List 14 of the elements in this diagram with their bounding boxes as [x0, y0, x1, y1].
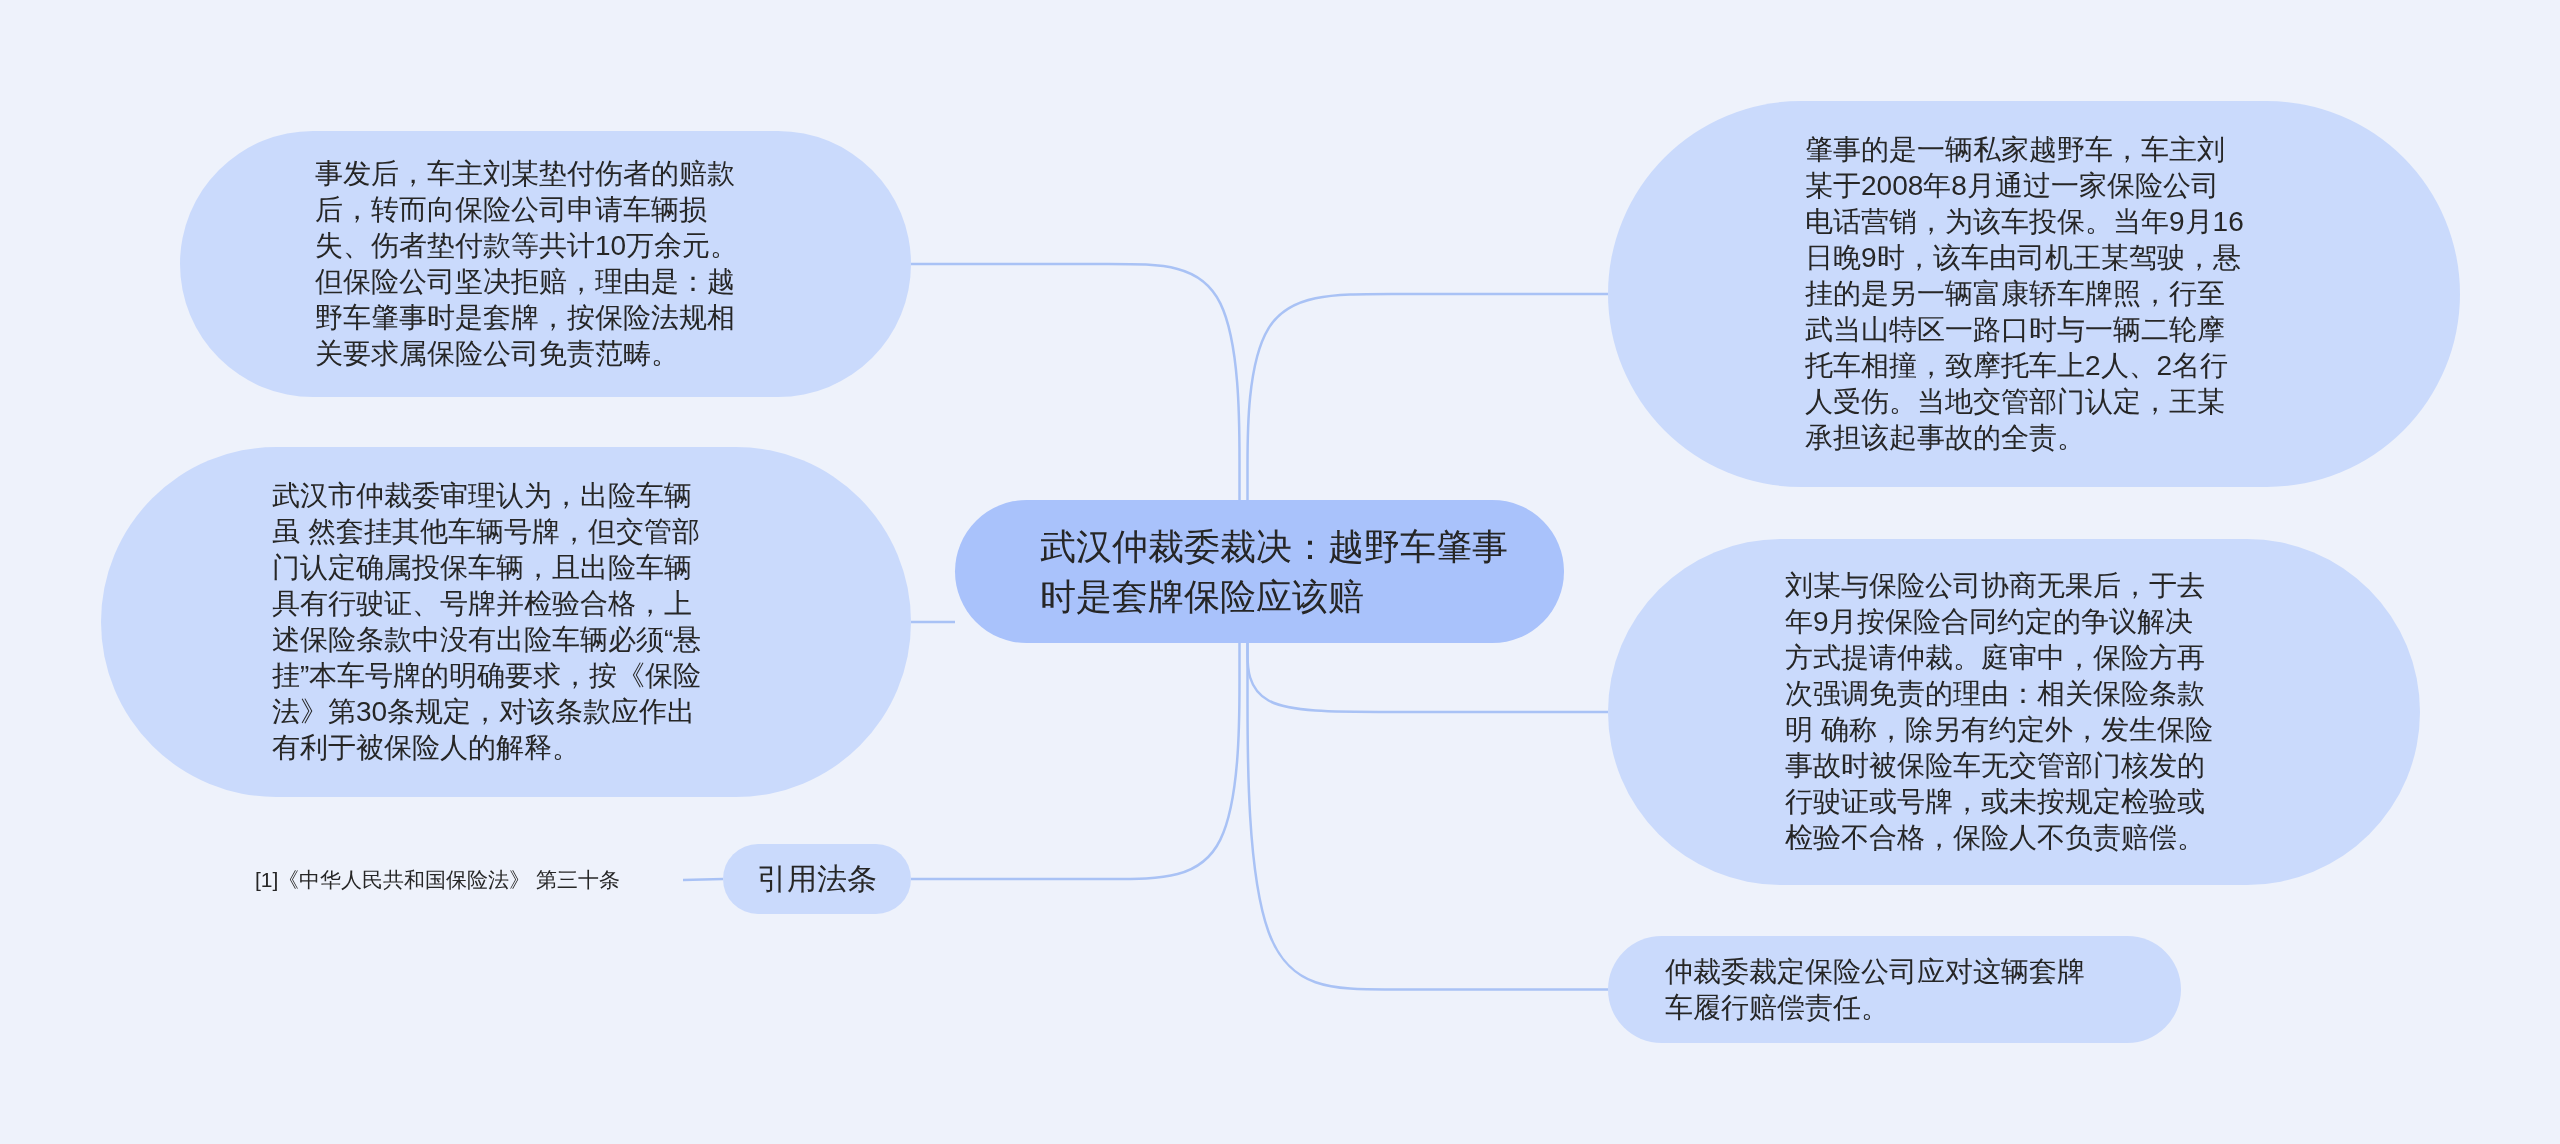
reference-text: [1]《中华人民共和国保险法》 第三十条 — [255, 867, 622, 893]
connector-line — [1246, 292, 1608, 500]
topic-text: 事发后，车主刘某垫付伤者的赔款后，转而向保险公司申请车辆损失、伤者垫付款等共计10万余元。但保险公司坚决拒赔，理由是：越野车肇事时是套牌，按保险法规相关要求属保险公司免责范畴。 — [315, 157, 740, 371]
connector-line — [911, 643, 1241, 881]
connector-line — [682, 877, 724, 882]
topic-text: 仲裁委裁定保险公司应对这辆套牌车履行赔偿责任。 — [1665, 954, 2086, 1025]
topic-text: 刘某与保险公司协商无果后，于去年9月按保险合同约定的争议解决方式提请仲裁。庭审中，保险方再次强调免责的理由：相关保险条款明 确称，除另有约定外，发生保险事故时被保险车无交管部门核发的行驶证或号牌，或未按规定检验或检验不合格，保险人不负责赔偿。 — [1785, 569, 2214, 855]
topic-text: 引用法条 — [757, 861, 877, 897]
connector-line — [911, 262, 1241, 500]
connector-line — [911, 620, 955, 624]
topic-text: 肇事的是一辆私家越野车，车主刘某于2008年8月通过一家保险公司电话营销，为该车投保。当年9月16日晚9时，该车由司机王某驾驶，悬挂的是另一辆富康轿车牌照，行至武当山特区一路口时与一辆二轮摩托车相撞，致摩托车上2人、2名行人受伤。当地交管部门认定，王某承担该起事故的全责。 — [1805, 133, 2245, 455]
connector-line — [1246, 643, 1608, 991]
topic-text: 武汉市仲裁委审理认为，出险车辆虽 然套挂其他车辆号牌，但交管部门认定确属投保车辆，且出险车辆具有行驶证、号牌并检验合格，上述保险条款中没有出险车辆必须“悬挂”本车号牌的明确要求，按《保险法》第30条规定，对该条款应作出有利于被保险人的解释。 — [272, 479, 703, 765]
topic-text: 武汉仲裁委裁决：越野车肇事时是套牌保险应该赔 — [1040, 524, 1509, 619]
